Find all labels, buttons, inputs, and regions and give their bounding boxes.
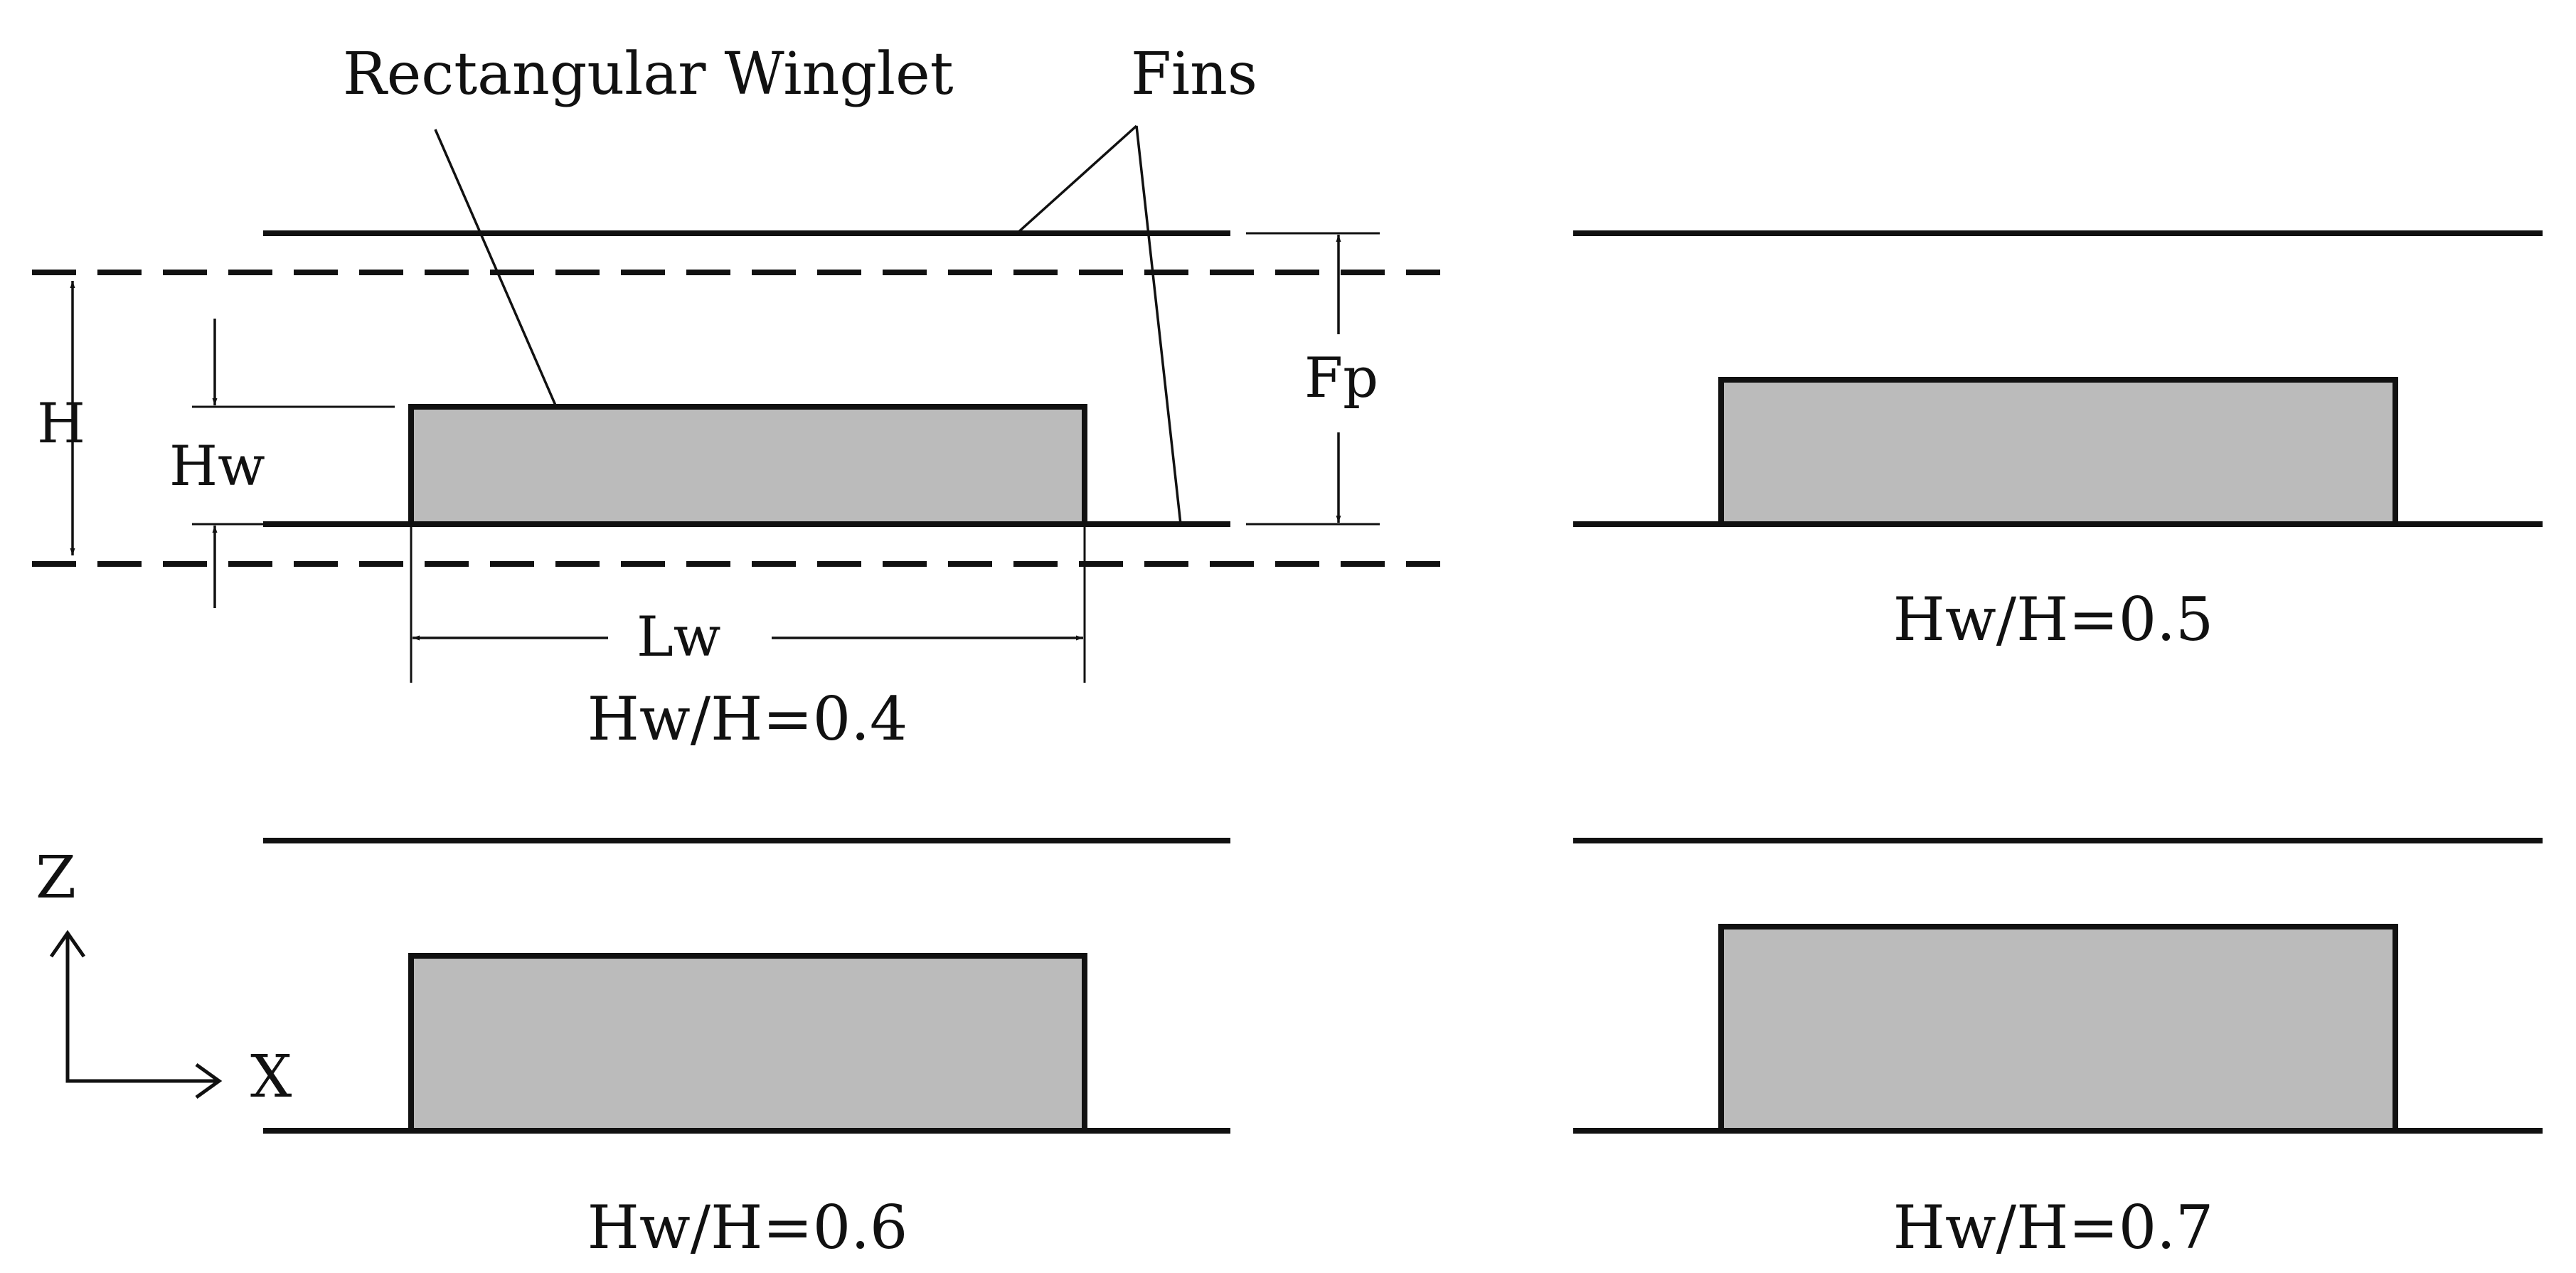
- winglet-rect: [408, 953, 1087, 1134]
- winglet-label: Rectangular Winglet: [343, 41, 954, 108]
- fins-leader-line-bottom: [1135, 125, 1182, 525]
- panel-hw-h-0-7: Hw/H=0.7: [1573, 838, 2543, 1262]
- h-label: H: [37, 392, 85, 456]
- lw-label: Lw: [637, 605, 721, 669]
- winglet-rect: [1718, 924, 2398, 1134]
- panel-caption-1: Hw/H=0.4: [587, 684, 908, 754]
- fins-leader-line-top: [1016, 124, 1138, 235]
- panel-caption-2: Hw/H=0.5: [1893, 585, 2214, 654]
- panel-hw-h-0-5: Hw/H=0.5: [1573, 230, 2543, 654]
- axis-lines: [65, 933, 219, 1083]
- z-axis-arrowhead: [49, 930, 86, 958]
- winglet-leader-line: [434, 129, 558, 408]
- fins-label: Fins: [1131, 41, 1257, 108]
- x-axis-arrowhead: [195, 1062, 223, 1099]
- z-axis-label: Z: [36, 844, 76, 912]
- panel-caption-3: Hw/H=0.6: [587, 1193, 908, 1262]
- panel-caption-4: Hw/H=0.7: [1893, 1193, 2214, 1262]
- x-axis-label: X: [250, 1043, 292, 1111]
- winglet-rect: [1718, 377, 2398, 527]
- coordinate-axes: Z X: [36, 844, 292, 1111]
- fp-label: Fp: [1304, 346, 1378, 410]
- winglet-rect: [408, 404, 1087, 527]
- hw-label: Hw: [169, 435, 265, 499]
- panel-hw-h-0-6: Hw/H=0.6: [263, 838, 1230, 1262]
- panel-hw-h-0-4: Rectangular Winglet Fins H Hw Fp Lw Hw/H…: [32, 41, 1440, 754]
